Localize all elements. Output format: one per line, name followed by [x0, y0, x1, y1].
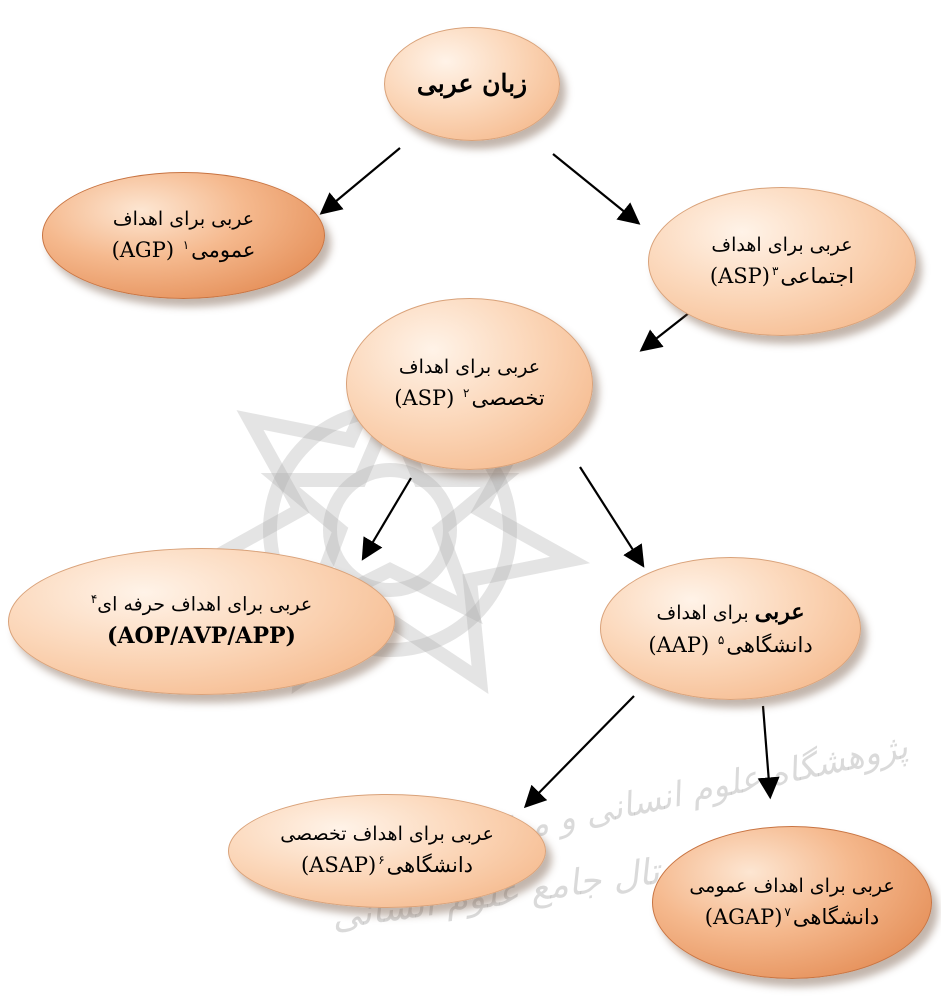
arrow-academic-to-specific-academic: [523, 695, 635, 809]
node-occupational-purposes: عربی برای اهداف حرفه ای۴ (AOP/AVP/APP): [8, 548, 395, 695]
node-general-academic-purposes-line1: عربی برای اهداف عمومی: [689, 874, 895, 897]
node-specific-purposes: عربی برای اهداف تخصصی۲ (ASP): [346, 298, 593, 470]
node-occupational-purposes-abbr: (AOP/AVP/APP): [107, 623, 296, 650]
node-occupational-purposes-line1: عربی برای اهداف حرفه ای۴: [90, 591, 313, 615]
node-academic-purposes: عربی برای اهداف دانشگاهی۵ (AAP): [600, 557, 861, 700]
node-arabic-language: زبان عربی: [384, 27, 560, 141]
arrow-specific-to-occupational: [361, 477, 412, 561]
node-general-purposes-line1: عربی برای اهداف: [112, 207, 255, 230]
arrow-root-to-social: [552, 153, 641, 225]
node-academic-purposes-line1: عربی برای اهداف: [656, 599, 805, 626]
node-general-purposes-line2: عمومی۱ (AGP): [111, 237, 256, 262]
node-specific-academic-purposes: عربی برای اهداف تخصصی دانشگاهی۶(ASAP): [228, 794, 546, 908]
arrow-specific-to-academic: [579, 466, 645, 568]
node-specific-purposes-line2: تخصصی۲ (ASP): [394, 386, 545, 411]
node-social-purposes-line2: اجتماعی۳(ASP): [709, 263, 855, 288]
arrow-academic-to-general-academic: [757, 705, 780, 800]
arrow-social-to-specific: [639, 308, 695, 352]
node-social-purposes: عربی برای اهداف اجتماعی۳(ASP): [648, 187, 916, 336]
node-general-purposes: عربی برای اهداف عمومی۱ (AGP): [42, 172, 325, 299]
node-specific-purposes-line1: عربی برای اهداف: [398, 356, 541, 378]
node-arabic-language-title: زبان عربی: [416, 68, 528, 98]
node-general-academic-purposes: عربی برای اهداف عمومی دانشگاهی۷(AGAP): [652, 826, 932, 979]
node-specific-academic-purposes-line2: دانشگاهی۶(ASAP): [300, 853, 474, 878]
node-general-academic-purposes-line2: دانشگاهی۷(AGAP): [704, 904, 880, 929]
node-academic-purposes-line2: دانشگاهی۵ (AAP): [648, 633, 813, 658]
node-social-purposes-line1: عربی برای اهداف: [711, 233, 853, 256]
node-specific-academic-purposes-line1: عربی برای اهداف تخصصی: [280, 823, 494, 845]
arrow-root-to-general: [319, 147, 401, 215]
